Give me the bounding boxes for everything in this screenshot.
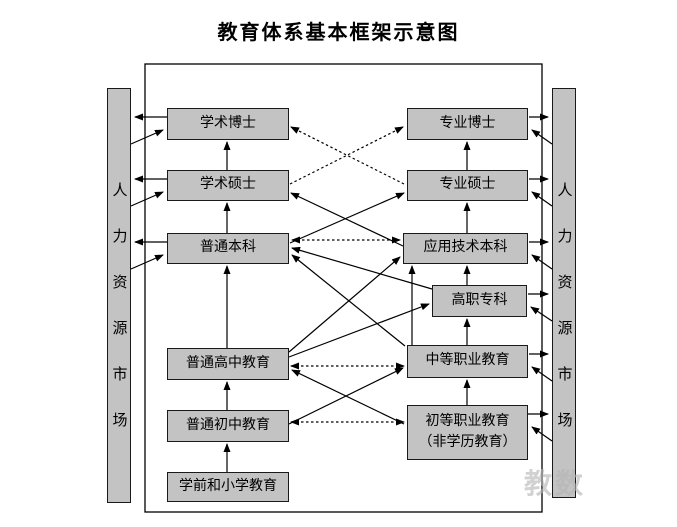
node-primary-vocational: 初等职业教育 （非学历教育）: [407, 405, 528, 460]
node-academic-master: 学术硕士: [167, 170, 289, 201]
node-regular-undergraduate: 普通本科: [167, 233, 289, 264]
page-title: 教育体系基本框架示意图: [217, 22, 460, 44]
node-secondary-vocational: 中等职业教育: [407, 345, 528, 378]
node-preschool-primary: 学前和小学教育: [167, 472, 289, 502]
node-professional-master: 专业硕士: [407, 170, 528, 201]
node-regular-senior-high: 普通高中教育: [167, 348, 289, 380]
left-market-label: 人力资源市场: [110, 182, 127, 458]
node-applied-tech-undergraduate: 应用技术本科: [403, 233, 528, 264]
node-professional-doctor: 专业博士: [407, 108, 528, 140]
right-market-label: 人力资源市场: [555, 182, 572, 458]
left-market-bar: 人力资源市场: [107, 88, 131, 503]
right-market-bar: 人力资源市场: [552, 88, 576, 498]
node-regular-junior-high: 普通初中教育: [167, 410, 289, 442]
watermark-text: 教数: [524, 469, 587, 500]
node-higher-vocational-college: 高职专科: [432, 285, 527, 317]
outer-frame: [144, 63, 543, 513]
node-academic-doctor: 学术博士: [167, 108, 289, 140]
